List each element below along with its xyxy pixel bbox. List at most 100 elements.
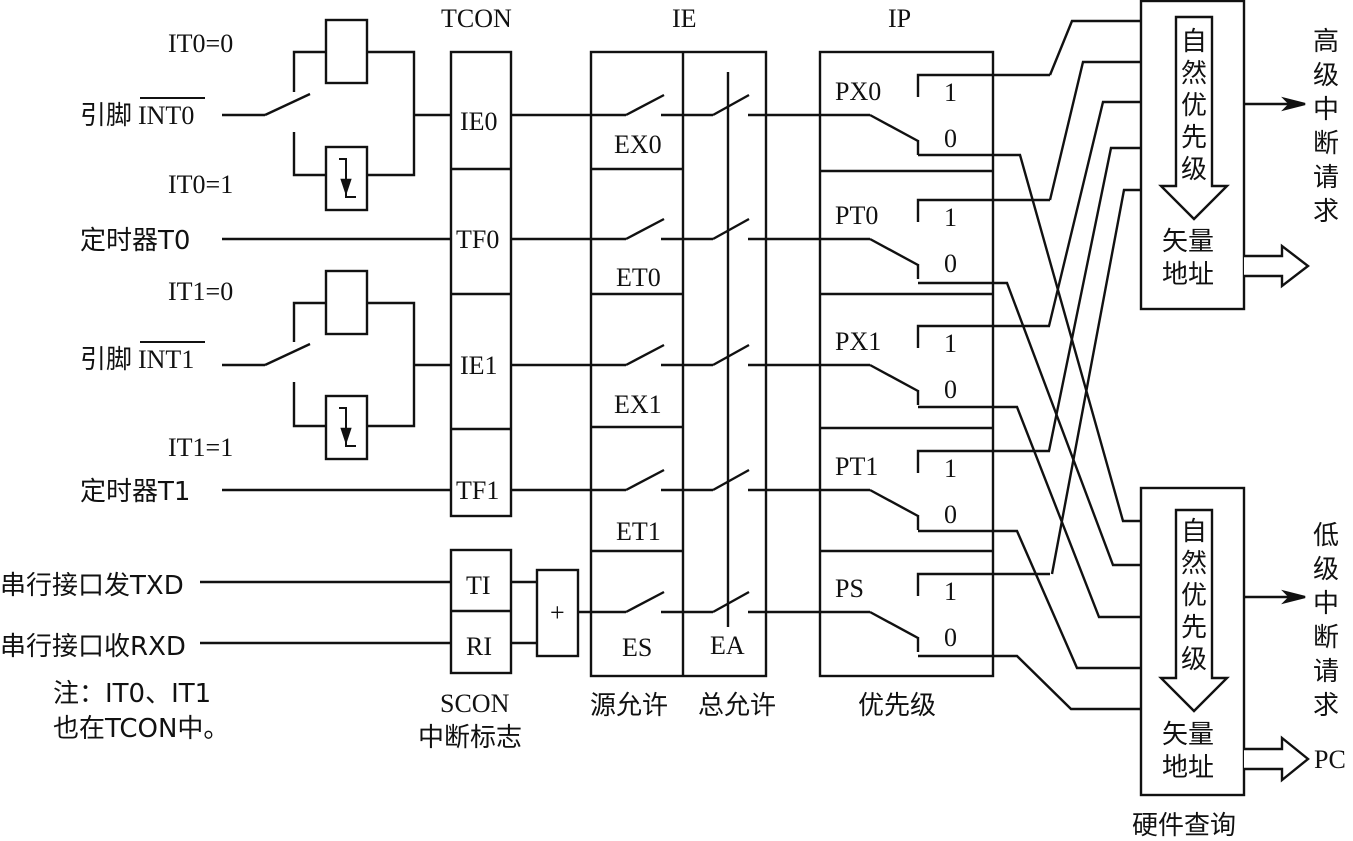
priority-selector-switch [869, 237, 919, 267]
priority-selector-switch [869, 488, 919, 518]
ie-caption-source: 源允许 [590, 691, 668, 721]
note-line-2: 也在TCON中。 [53, 714, 229, 744]
ie-title: IE [672, 4, 697, 33]
ip-low-option: 0 [944, 375, 957, 404]
it1-selector-switch [264, 342, 311, 367]
it0-lower-wire [292, 132, 326, 177]
global-enable-switch [712, 468, 750, 492]
vertical-char: 断 [1313, 623, 1339, 653]
ip-bit-pt1: PT1 [835, 452, 878, 481]
serial-rx-label: 串行接口收RXD [0, 632, 186, 662]
low-vector-output-arrow-icon [1244, 735, 1310, 783]
vertical-char: 高 [1313, 27, 1339, 57]
edge-arrow-icon [340, 178, 352, 196]
low-priority-route-wire [918, 405, 1141, 619]
vertical-char: 低 [1313, 521, 1339, 551]
high-vector-output-arrow-icon [1244, 243, 1310, 289]
vertical-char: 优 [1181, 581, 1207, 611]
tcon-flag-tf0: TF0 [456, 225, 499, 254]
high-path-stub [916, 449, 1050, 473]
high-priority-route-wire [1047, 146, 1141, 452]
ip-bit-pt0: PT0 [835, 201, 878, 230]
it0-low-label: IT0=0 [168, 29, 233, 58]
ip-low-option: 0 [944, 249, 957, 278]
ip-high-option: 1 [944, 454, 957, 483]
level-trigger-box [324, 18, 369, 85]
ie-bit-ex0: EX0 [614, 130, 662, 159]
high-vector-line1: 矢量 [1162, 227, 1214, 257]
vertical-char: 优 [1181, 91, 1207, 121]
natural-priority-arrow-icon [1158, 508, 1230, 713]
ie-bit-ea: EA [710, 631, 745, 660]
it1-high-label: IT1=1 [168, 433, 233, 462]
source-enable-switch [625, 343, 665, 367]
vertical-char: 级 [1313, 555, 1339, 585]
vertical-char: 请 [1313, 657, 1339, 687]
high-priority-route-wire [1050, 188, 1141, 575]
vertical-char: 中 [1313, 95, 1339, 125]
priority-selector-switch [869, 610, 919, 640]
vertical-char: 自 [1181, 517, 1207, 547]
it1-low-label: IT1=0 [168, 277, 233, 306]
or-symbol: + [550, 598, 565, 627]
vertical-char: 然 [1181, 549, 1207, 579]
it1-lower-wire [292, 382, 326, 428]
natural-priority-arrow-icon [1158, 15, 1230, 221]
ie-bit-es: ES [622, 633, 652, 662]
high-path-stub [916, 73, 1050, 97]
level-trigger-box-1 [324, 269, 369, 336]
vertical-char: 级 [1181, 645, 1207, 675]
high-path-stub [916, 324, 1050, 348]
scon-register: TI RI + SCON 中断标志 [418, 548, 580, 753]
ip-high-option: 1 [944, 203, 957, 232]
scon-flag-ri: RI [466, 632, 492, 661]
global-enable-switch [712, 217, 750, 241]
vertical-char: 断 [1313, 129, 1339, 159]
int1-label: INT1 [138, 345, 194, 374]
int0-input: 引脚 INT0 IT0=0 IT0=1 [80, 18, 451, 212]
scon-caption: SCON [440, 689, 510, 718]
vertical-char: 中 [1313, 589, 1339, 619]
high-priority-route-wire [1048, 19, 1141, 76]
low-priority-box [1139, 486, 1246, 797]
it1-upper-wire [292, 301, 326, 342]
high-path-stub [916, 572, 1050, 596]
vertical-char: 先 [1181, 123, 1207, 153]
int0-label: INT0 [138, 101, 194, 130]
it0-high-label: IT0=1 [168, 170, 233, 199]
low-priority-route-wire [918, 529, 1141, 670]
tcon-title: TCON [441, 4, 512, 33]
timer1-label: 定时器T1 [80, 477, 190, 507]
ip-low-option: 0 [944, 124, 957, 153]
high-vector-line2: 地址 [1162, 260, 1214, 290]
low-priority-route-wire [918, 281, 1141, 567]
global-enable-switch [712, 93, 750, 117]
priority-routing-wires [918, 19, 1141, 711]
int1-input: 引脚 INT1 IT1=0 IT1=1 [80, 269, 451, 462]
vertical-char: 求 [1313, 691, 1339, 721]
priority-selector-switch [869, 113, 919, 143]
timer0-label: 定时器T0 [80, 226, 190, 256]
priority-selector-switch [869, 363, 919, 393]
ie-bit-et1: ET1 [616, 517, 661, 546]
it0-join-wire [367, 50, 416, 177]
ip-bit-px0: PX0 [835, 77, 881, 106]
it0-selector-switch [264, 92, 311, 117]
ie-bit-ex1: EX1 [614, 390, 662, 419]
source-enable-switch [625, 468, 665, 492]
int1-prefix: 引脚 [80, 345, 132, 375]
ip-high-option: 1 [944, 577, 957, 606]
note-line-1: 注：IT0、IT1 [53, 679, 211, 709]
edge-arrow-icon [340, 427, 352, 445]
ip-low-option: 0 [944, 623, 957, 652]
vertical-char: 求 [1313, 197, 1339, 227]
tcon-register: TCON IE0 TF0 IE1 TF1 [441, 4, 513, 518]
low-request-arrow-icon [1281, 589, 1306, 605]
vertical-char: 级 [1313, 61, 1339, 91]
tcon-box [449, 50, 513, 518]
